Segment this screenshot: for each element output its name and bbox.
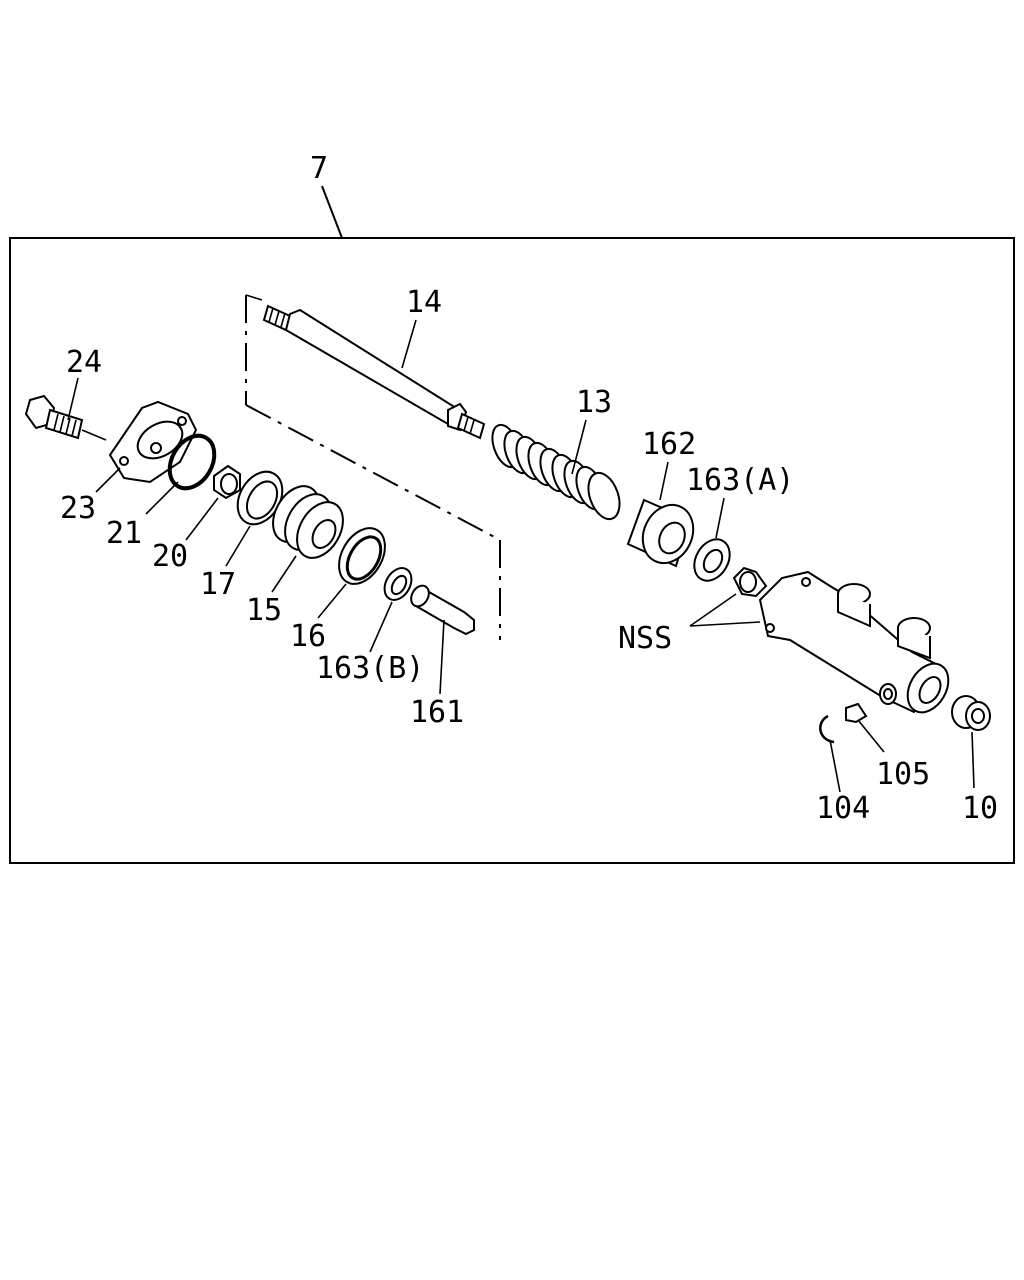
callout-104: 104 — [816, 791, 870, 826]
part-14-push-rod — [262, 304, 486, 440]
part-162-sleeve — [626, 498, 695, 568]
leader-16 — [317, 583, 347, 619]
part-161-pin — [410, 584, 475, 636]
part-nss-cylinder-body — [732, 566, 950, 714]
part-23-cover — [108, 400, 198, 484]
callout-15: 15 — [246, 593, 282, 628]
leader-13 — [571, 419, 587, 475]
callout-161: 161 — [410, 695, 464, 730]
callout-20: 20 — [152, 539, 188, 574]
callout-nss: NSS — [618, 621, 672, 656]
callout-14: 14 — [406, 285, 442, 320]
callout-163b: 163(B) — [316, 651, 424, 686]
callout-162: 162 — [642, 427, 696, 462]
leader-163a — [715, 497, 725, 539]
callout-105: 105 — [876, 757, 930, 792]
leader-24 — [67, 377, 79, 421]
part-163b-washer — [383, 567, 413, 601]
leader-nss-1 — [689, 593, 737, 627]
part-163a-washer — [693, 538, 731, 582]
leader-7 — [321, 185, 343, 239]
callout-10: 10 — [962, 791, 998, 826]
part-105-bleeder — [845, 683, 897, 724]
leader-104 — [829, 739, 841, 793]
callout-23: 23 — [60, 491, 96, 526]
part-21-o-ring — [167, 433, 217, 491]
leader-nss-2 — [689, 621, 761, 627]
leader-105 — [857, 719, 885, 753]
alignment-outline — [245, 294, 501, 640]
part-16-seal — [338, 527, 386, 585]
callout-13: 13 — [576, 385, 612, 420]
leader-21 — [145, 481, 179, 515]
assembly-frame — [9, 237, 1015, 864]
part-15-piston — [272, 485, 344, 559]
callout-assembly-7: 7 — [310, 151, 328, 186]
leader-161 — [439, 619, 445, 695]
part-104-clip — [819, 714, 835, 744]
leader-163b — [369, 601, 393, 653]
part-13-spring — [491, 423, 621, 521]
callout-24: 24 — [66, 345, 102, 380]
part-10-cap — [951, 695, 991, 731]
leader-14 — [401, 319, 417, 369]
callout-163a: 163(A) — [686, 463, 794, 498]
leader-162 — [659, 461, 669, 501]
leader-15 — [271, 555, 297, 593]
part-20-nut — [213, 464, 241, 500]
part-24-bolt — [24, 394, 107, 441]
leader-20 — [185, 497, 219, 541]
callout-21: 21 — [106, 516, 142, 551]
leader-17 — [225, 525, 251, 567]
leader-23 — [95, 467, 121, 493]
callout-16: 16 — [290, 619, 326, 654]
callout-17: 17 — [200, 567, 236, 602]
leader-10 — [971, 731, 975, 789]
